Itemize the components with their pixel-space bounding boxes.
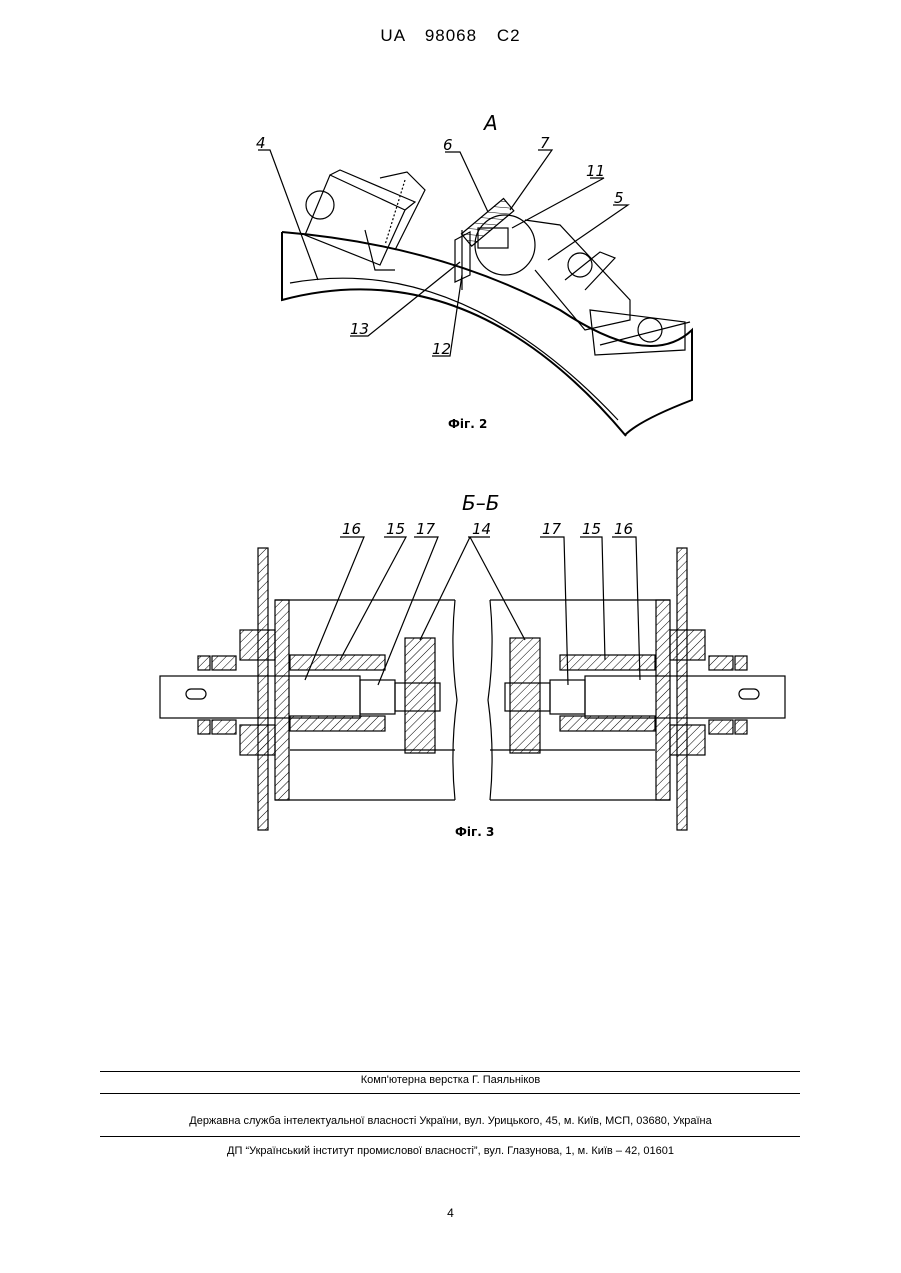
leader-4 — [258, 150, 318, 280]
wedge-7 — [461, 199, 513, 247]
callout-left-15: 15 — [386, 520, 405, 538]
callout-right-16: 16 — [614, 520, 633, 538]
drum-outer-edge — [282, 232, 692, 435]
right-bearing-bottom — [670, 725, 705, 755]
right-bearing-top — [670, 630, 705, 660]
leader-5 — [548, 205, 628, 260]
drum-inner-edge — [282, 232, 626, 436]
footer-divider-1 — [100, 1071, 800, 1072]
left-washer-bottom — [212, 720, 236, 734]
knife-holder-left — [305, 175, 405, 265]
figure-2-view-label: А — [482, 111, 498, 135]
page-number: 4 — [0, 1206, 901, 1220]
callout-left-16: 16 — [342, 520, 361, 538]
figure-3-caption: Фіг. 3 — [455, 825, 494, 839]
right-washer-top — [709, 656, 733, 670]
callout-12: 12 — [432, 340, 451, 358]
footer-divider-3 — [100, 1136, 800, 1137]
left-break-line — [453, 600, 457, 800]
footer-typesetting: Комп'ютерна верстка Г. Паяльніков — [0, 1074, 901, 1086]
callout-right-15: 15 — [582, 520, 601, 538]
leader-14-left — [420, 537, 470, 640]
callout-7: 7 — [540, 134, 550, 152]
callout-13: 13 — [350, 320, 369, 338]
callout-5: 5 — [614, 189, 624, 207]
right-flange — [656, 600, 670, 800]
left-bearing-bottom — [240, 725, 275, 755]
leader-7 — [510, 150, 552, 210]
left-key-17 — [360, 680, 395, 714]
right-nut-bottom — [735, 720, 747, 734]
callout-left-17: 17 — [416, 520, 436, 538]
callout-14: 14 — [472, 520, 491, 538]
left-nut-top — [198, 656, 210, 670]
left-washer-top — [212, 656, 236, 670]
leader-right-15 — [580, 537, 605, 660]
footer-institute: ДП “Український інститут промислової вла… — [0, 1145, 901, 1157]
right-washer-bottom — [709, 720, 733, 734]
left-nut-bottom — [198, 720, 210, 734]
figure-3-view-label: Б–Б — [462, 491, 499, 515]
left-flange — [275, 600, 289, 800]
footer-divider-2 — [100, 1093, 800, 1094]
bolt-head-left — [306, 191, 334, 219]
left-bearing-top — [240, 630, 275, 660]
right-break-line — [488, 600, 492, 800]
right-hub-14 — [510, 638, 540, 753]
figure-3-drawing: Б–Б — [160, 491, 785, 839]
leader-6 — [445, 152, 488, 212]
leader-11 — [512, 178, 604, 228]
footer-office: Державна служба інтелектуальної власност… — [0, 1115, 901, 1127]
bolt-head-right — [568, 253, 592, 277]
figure-2-caption: Фіг. 2 — [448, 417, 487, 431]
left-shaft-slot — [186, 689, 206, 699]
left-side-plate — [258, 548, 268, 830]
right-shaft-slot — [739, 689, 759, 699]
right-bushing-15-top — [560, 655, 655, 670]
left-hub-14 — [405, 638, 435, 753]
knife-holder-lower — [590, 310, 685, 355]
callout-6: 6 — [443, 136, 453, 154]
right-nut-top — [735, 656, 747, 670]
leader-14-right — [470, 537, 525, 640]
knife-holder-left-top — [330, 170, 415, 210]
drum-liner — [290, 278, 618, 420]
left-bushing-15-top — [290, 655, 385, 670]
right-key-17 — [550, 680, 585, 714]
callout-4: 4 — [256, 134, 266, 152]
right-side-plate — [677, 548, 687, 830]
callout-right-17: 17 — [542, 520, 562, 538]
figure-2-drawing: А 4 6 7 11 5 — [256, 111, 692, 436]
callout-11: 11 — [586, 162, 605, 180]
